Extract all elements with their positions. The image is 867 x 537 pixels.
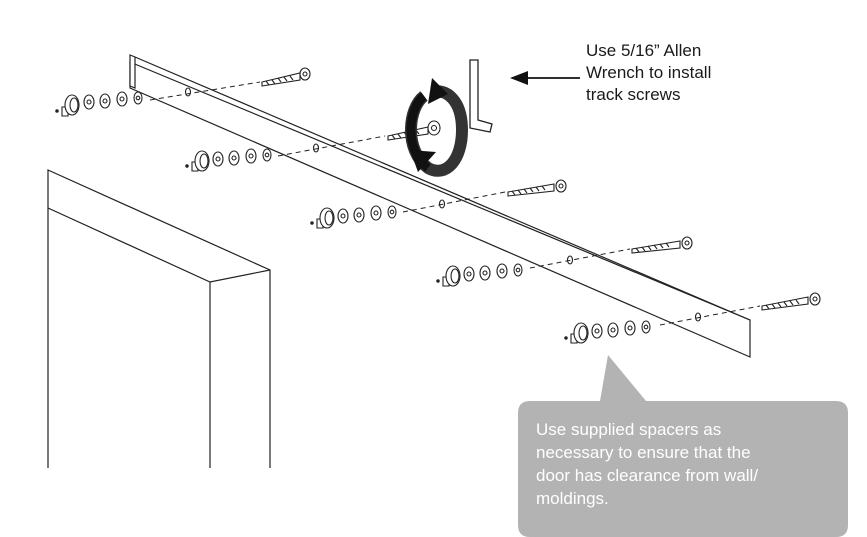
spacer-note-line: door has clearance from wall/ bbox=[536, 466, 759, 485]
lag-screw bbox=[631, 236, 693, 254]
wrench-note-line: Wrench to install bbox=[586, 63, 712, 82]
track-rail bbox=[129, 54, 751, 358]
spacer-stack bbox=[564, 320, 651, 344]
rotation-arrow-icon bbox=[405, 78, 469, 177]
track-hole bbox=[694, 312, 702, 322]
spacer-note-line: moldings. bbox=[536, 489, 609, 508]
lag-screw bbox=[507, 179, 567, 197]
spacer-note-line: necessary to ensure that the bbox=[536, 443, 751, 462]
spacer-stacks bbox=[55, 91, 651, 344]
lag-screw bbox=[761, 292, 821, 311]
track-hole bbox=[312, 143, 320, 153]
spacer-stack bbox=[185, 148, 272, 172]
guide-lines bbox=[149, 81, 761, 326]
spacer-stack bbox=[55, 91, 143, 117]
spacer-stack bbox=[436, 263, 523, 287]
wrench-note-line: track screws bbox=[586, 85, 681, 104]
pointer-arrow-icon bbox=[510, 71, 580, 85]
spacer-note-line: Use supplied spacers as bbox=[536, 420, 722, 439]
lag-screw bbox=[261, 67, 311, 87]
wrench-instruction-text: Use 5/16” Allen Wrench to install track … bbox=[586, 40, 786, 106]
spacer-instruction-text: Use supplied spacers as necessary to ens… bbox=[536, 418, 811, 510]
spacer-callout-bubble bbox=[518, 355, 848, 537]
spacer-stack bbox=[310, 205, 397, 229]
allen-wrench-icon bbox=[469, 59, 493, 133]
door-frame bbox=[47, 169, 271, 468]
wrench-note-line: Use 5/16” Allen bbox=[586, 41, 702, 60]
lag-screws bbox=[261, 67, 821, 311]
track-hole bbox=[184, 87, 192, 97]
